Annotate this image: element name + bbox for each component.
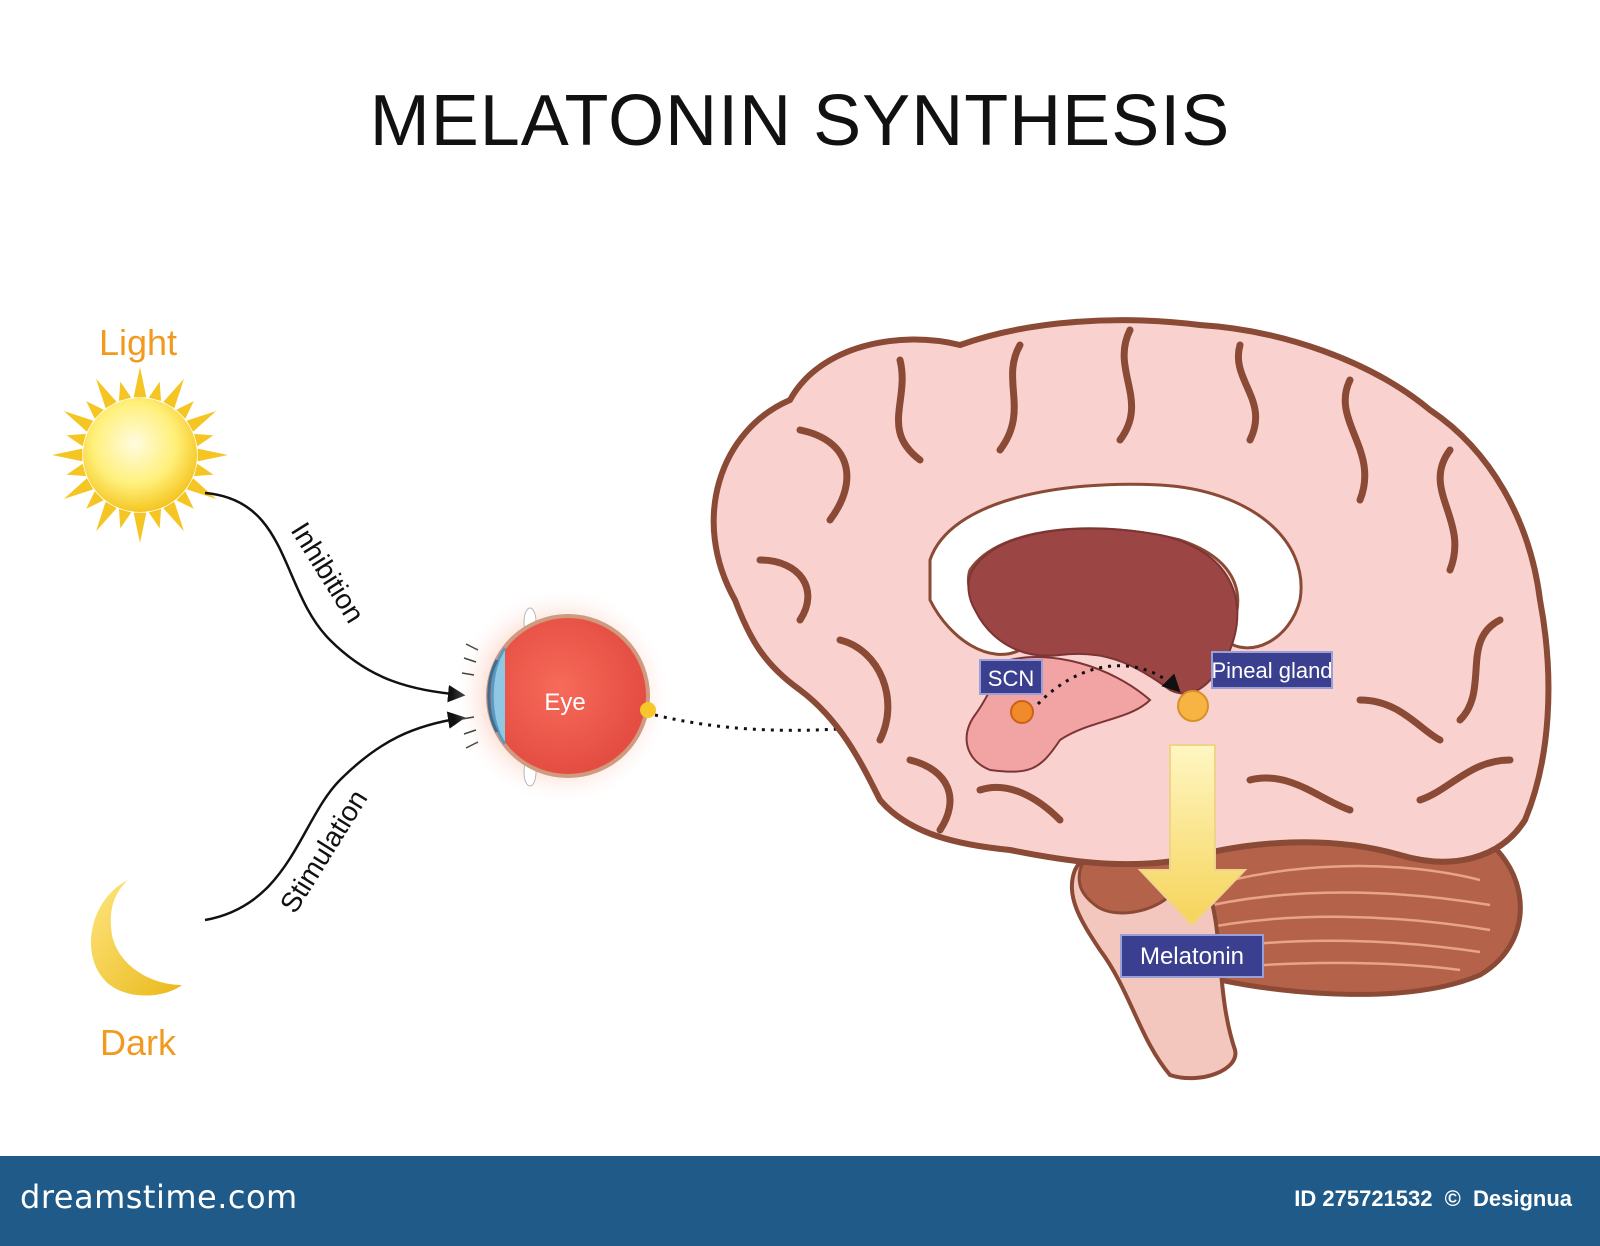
sun-ray xyxy=(176,401,194,419)
pineal-gland-label-box: Pineal gland xyxy=(1211,651,1333,689)
sun-ray xyxy=(163,501,184,532)
sun-ray xyxy=(176,491,194,509)
author-name: Designua xyxy=(1472,1186,1572,1211)
sun-ray xyxy=(118,509,132,529)
dark-label: Dark xyxy=(100,1022,177,1063)
scn-to-pineal-pathway xyxy=(1036,664,1181,706)
melatonin-label: Melatonin xyxy=(1140,943,1244,970)
light-label: Light xyxy=(99,322,177,363)
image-id: ID 275721532 xyxy=(1294,1186,1433,1211)
sun-ray xyxy=(86,401,104,419)
sun-ray xyxy=(63,411,94,432)
sun-ray xyxy=(133,367,147,398)
stimulation-arrow xyxy=(204,711,466,922)
sun-ray xyxy=(148,509,162,529)
sun-ray xyxy=(118,381,132,401)
pineal-gland-label: Pineal gland xyxy=(1211,658,1332,683)
sun-ray xyxy=(66,463,86,477)
scn-label-box: SCN xyxy=(979,659,1043,695)
sun-ray xyxy=(194,463,214,477)
copyright-symbol: © xyxy=(1444,1186,1461,1211)
eye-icon xyxy=(452,586,672,806)
sun-ray xyxy=(148,381,162,401)
sun-ray xyxy=(186,411,217,432)
sun-ray xyxy=(66,433,86,447)
eye-label: Eye xyxy=(544,689,585,716)
inhibition-arrow xyxy=(204,491,466,703)
sun-ray xyxy=(86,491,104,509)
footer-bar: dreamstime.com ID 275721532 © Designua xyxy=(0,1156,1600,1246)
scn-label: SCN xyxy=(988,666,1034,691)
sun-icon xyxy=(52,367,228,543)
sun-ray xyxy=(96,501,117,532)
sun-ray xyxy=(194,433,214,447)
moon-icon xyxy=(90,880,182,996)
melatonin-label-box: Melatonin xyxy=(1120,934,1264,978)
inhibition-label: Inhibition xyxy=(285,517,371,628)
melatonin-flow-arrow xyxy=(1137,744,1248,927)
sun-ray xyxy=(63,478,94,499)
page-title: MELATONIN SYNTHESIS xyxy=(370,81,1231,161)
sun-ray xyxy=(52,448,83,462)
pineal-gland-node xyxy=(1177,690,1209,722)
sun-ray xyxy=(186,478,217,499)
sun-ray xyxy=(197,448,228,462)
sun-ray xyxy=(133,512,147,543)
sun-ray xyxy=(163,378,184,409)
site-logo[interactable]: dreamstime.com xyxy=(20,1178,298,1216)
scn-nucleus xyxy=(1010,700,1034,724)
image-credit: ID 275721532 © Designua xyxy=(1288,1186,1572,1212)
sun-ray xyxy=(96,378,117,409)
diagram-svg: MELATONIN SYNTHESIS Light Dark Inhibitio… xyxy=(52,81,1552,1081)
brain-illustration xyxy=(710,317,1552,1081)
stimulation-label: Stimulation xyxy=(274,784,374,918)
